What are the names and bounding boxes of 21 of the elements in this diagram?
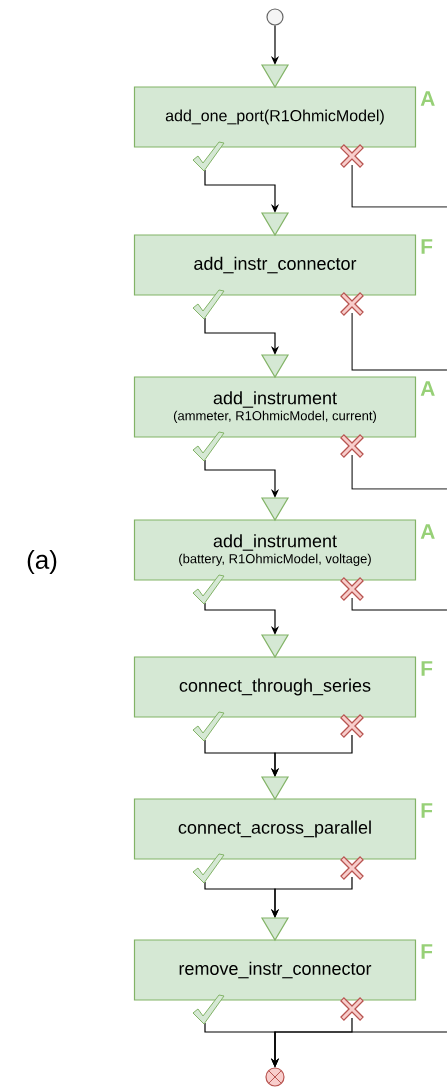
status-letter: A xyxy=(420,91,435,106)
process-box: add_instr_connector xyxy=(133,234,417,296)
status-letter: A xyxy=(420,381,435,396)
process-box: add_one_port(R1OhmicModel) xyxy=(133,86,417,148)
arrow xyxy=(204,459,280,498)
process-box: add_instrument (battery, R1OhmicModel, voltage) xyxy=(133,519,417,581)
status-letter: F xyxy=(421,803,433,818)
arrow xyxy=(204,317,280,355)
status-letter: F xyxy=(421,944,433,959)
process-box: add_instrument (ammeter, R1OhmicModel, current) xyxy=(133,376,417,438)
status-letter: A xyxy=(420,524,435,539)
process-box: connect_through_series xyxy=(133,656,417,718)
start-circle xyxy=(266,8,284,26)
panel-label: (a) xyxy=(27,549,57,575)
status-letter: F xyxy=(421,661,433,676)
arrow xyxy=(204,169,280,213)
status-letter: F xyxy=(421,239,433,254)
arrow xyxy=(204,602,280,635)
process-box: connect_across_parallel xyxy=(133,798,417,860)
end-circle xyxy=(265,1067,285,1087)
process-box: remove_instr_connector xyxy=(133,939,417,1001)
